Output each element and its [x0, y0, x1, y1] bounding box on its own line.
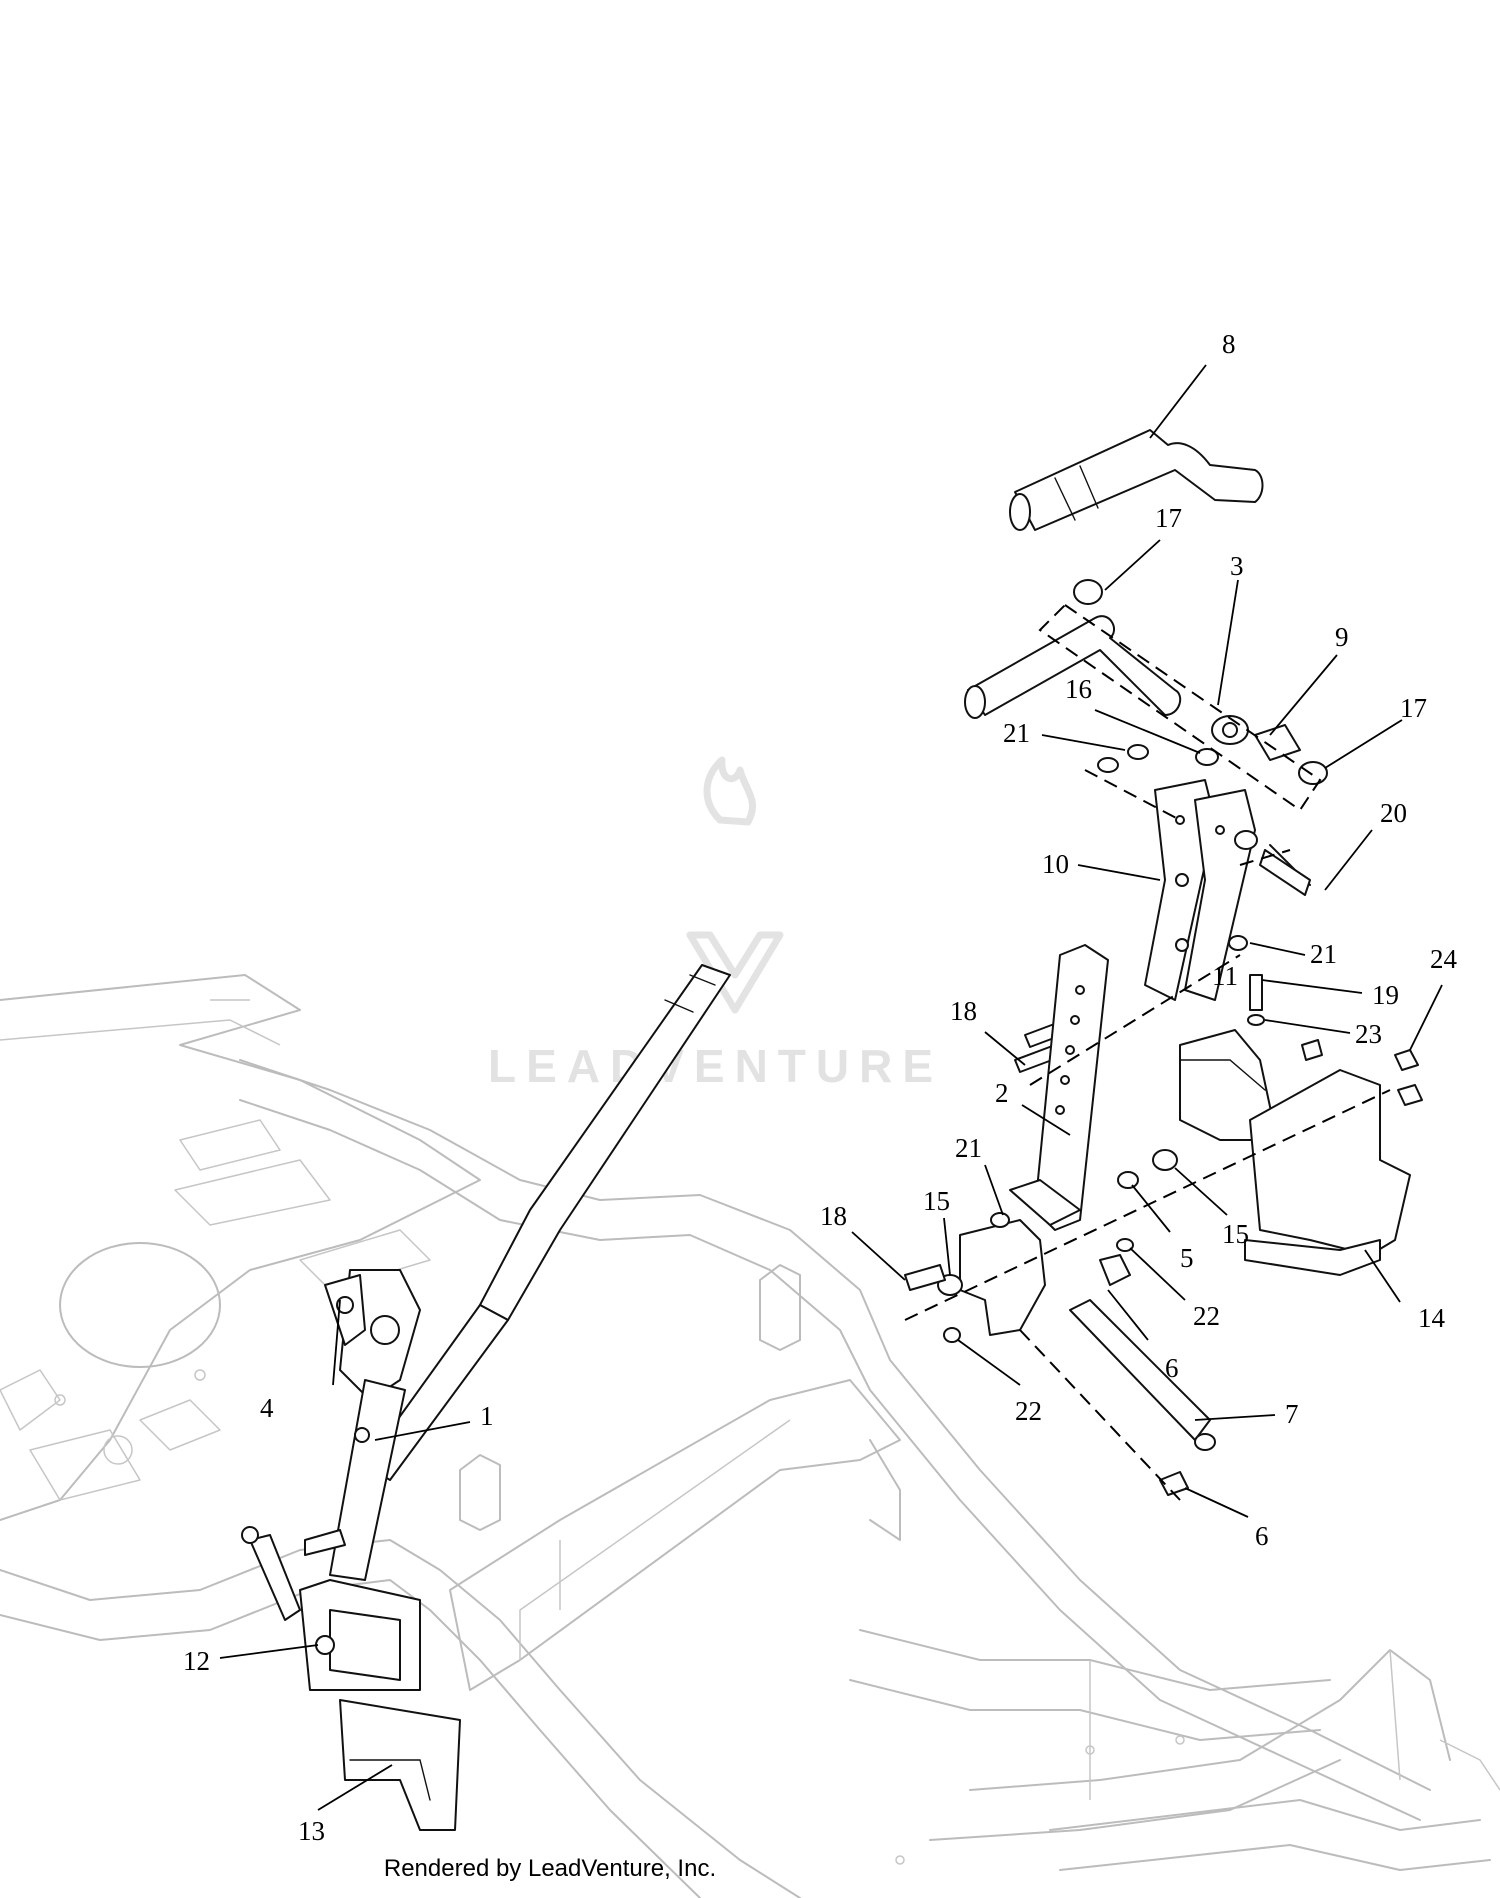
callout-2: 2	[995, 1078, 1009, 1108]
damper-part	[1069, 1299, 1211, 1441]
grip-part	[1014, 429, 1264, 531]
callout-20: 20	[1380, 798, 1407, 828]
installed-control-arm	[329, 1379, 406, 1581]
callout-15-right: 15	[1222, 1219, 1249, 1249]
rendered-by-footer: Rendered by LeadVenture, Inc.	[383, 1855, 717, 1882]
callout-6-lower: 6	[1255, 1521, 1269, 1551]
callout-1: 1	[480, 1401, 494, 1431]
callout-6-upper: 6	[1165, 1353, 1179, 1383]
callout-3: 3	[1230, 551, 1244, 581]
exploded-parts	[904, 429, 1423, 1496]
callout-17-top: 17	[1155, 503, 1182, 533]
callout-21-upper: 21	[1003, 718, 1030, 748]
bracket-left	[1144, 779, 1216, 1001]
lower-bracket	[959, 1219, 1046, 1336]
mower-frame	[0, 974, 1500, 1898]
callout-14: 14	[1418, 1303, 1446, 1333]
callout-17-right: 17	[1400, 693, 1427, 723]
callout-18-upper: 18	[950, 996, 977, 1026]
callout-19: 19	[1372, 980, 1399, 1010]
leader-lines	[219, 364, 1443, 1811]
callout-8: 8	[1222, 329, 1236, 359]
installed-lever-upper-tube	[479, 964, 731, 1321]
callout-23: 23	[1355, 1019, 1382, 1049]
callout-22-right: 22	[1193, 1301, 1220, 1331]
lever-upper-part	[967, 615, 1182, 716]
callout-9: 9	[1335, 622, 1349, 652]
watermark-text: LEADVENTURE	[488, 1040, 943, 1092]
callout-12: 12	[183, 1646, 210, 1676]
callout-13: 13	[298, 1816, 325, 1846]
callout-11: 11	[1212, 961, 1238, 991]
callout-24: 24	[1430, 944, 1458, 974]
callout-15-left: 15	[923, 1186, 950, 1216]
spacer-part	[1254, 724, 1301, 761]
callout-22-left: 22	[1015, 1396, 1042, 1426]
plate-14	[1249, 1069, 1411, 1256]
installed-control-lever-assembly	[241, 964, 731, 1831]
callout-16: 16	[1065, 674, 1092, 704]
leadventure-watermark-logo	[686, 756, 784, 1014]
installed-mount-bracket	[339, 1699, 461, 1831]
callout-5: 5	[1180, 1243, 1194, 1273]
callout-18-lower: 18	[820, 1201, 847, 1231]
callout-labels: 8 17 3 9 16 21 17 20 10 21 24 18 19 11 2…	[183, 329, 1458, 1846]
callout-21-middle: 21	[1310, 939, 1337, 969]
callout-7: 7	[1285, 1399, 1299, 1429]
callout-10: 10	[1042, 849, 1069, 879]
callout-4: 4	[260, 1393, 274, 1423]
callout-21-lower: 21	[955, 1133, 982, 1163]
installed-damper	[249, 1534, 301, 1621]
